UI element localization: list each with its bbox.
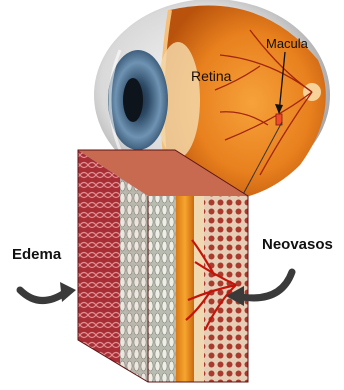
macula-label: Macula	[266, 36, 308, 51]
edema-arrow	[20, 282, 76, 302]
neovessels-label: Neovasos	[262, 236, 333, 253]
retina-label: Retina	[191, 68, 231, 84]
pupil	[123, 78, 143, 122]
retina-tissue-block	[78, 150, 248, 382]
edema-label: Edema	[12, 246, 61, 263]
rpe-layer	[176, 196, 194, 382]
